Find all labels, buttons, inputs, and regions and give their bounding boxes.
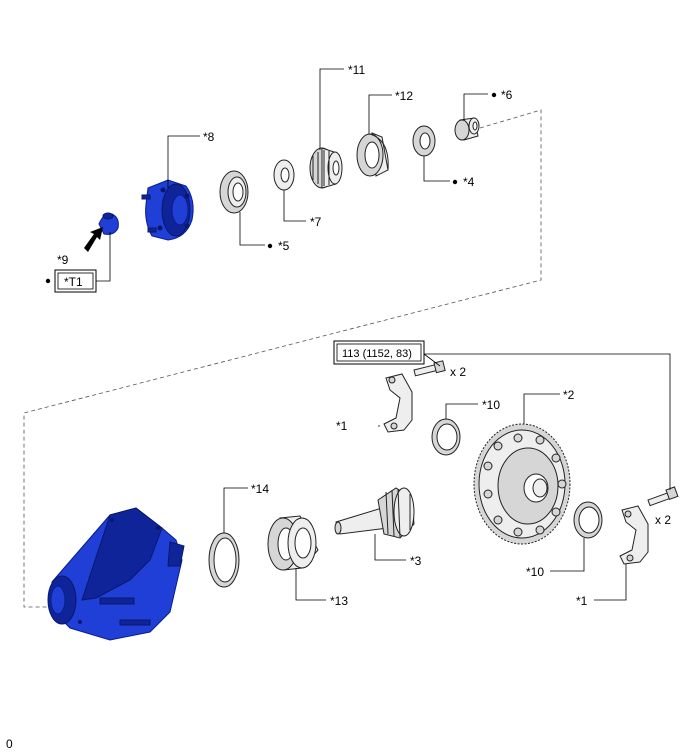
callout-6: *6: [501, 88, 513, 102]
drive-pinion-washer-part: [208, 532, 240, 588]
bolt-quantity-lower: x 2: [655, 513, 671, 527]
pinion-bearing-race-part: [267, 515, 319, 571]
oil-seal-part: [219, 170, 249, 214]
callout-4: *4: [463, 175, 475, 189]
adjusting-washer-lower-part: [573, 501, 603, 539]
drive-pinion-part: [334, 487, 415, 539]
callout-1-upper: *1: [336, 419, 348, 433]
callout-8: *8: [203, 130, 215, 144]
footer-code: 0: [6, 737, 13, 751]
tapered-roller-bearing-part: [309, 147, 343, 189]
alignment-dashed-line: [23, 109, 542, 608]
callout-11: *11: [348, 63, 365, 77]
oil-slinger-part: [273, 159, 295, 191]
callout-3: *3: [410, 554, 422, 568]
torque-spec-box: 113 (1152, 83): [333, 340, 425, 365]
ring-gear-differential-case-part: [473, 423, 571, 545]
torque-spec-text: 113 (1152, 83): [342, 348, 412, 360]
callout-1-lower: *1: [576, 594, 588, 608]
dust-deflector-part: [98, 212, 119, 235]
install-direction-arrow-icon: [84, 227, 103, 252]
callout-10-lower: *10: [526, 565, 544, 579]
callout-5: *5: [278, 239, 290, 253]
callout-14: *14: [251, 482, 269, 496]
bullet-dots: [45, 92, 497, 284]
tool-box-label: *T1: [54, 269, 97, 293]
callout-12: *12: [395, 89, 413, 103]
companion-flange-part: [141, 179, 194, 241]
bearing-spacer-part: [454, 117, 480, 141]
callout-13: *13: [330, 594, 348, 608]
adjusting-washer-upper-part: [431, 418, 461, 456]
bolt-lower-part: [647, 486, 679, 507]
bearing-outer-race-part: [356, 132, 389, 177]
washer-part: [412, 125, 436, 157]
callout-10-upper: *10: [482, 398, 500, 412]
bearing-cap-upper-part: [383, 373, 413, 433]
bolt-quantity-upper: x 2: [450, 365, 466, 379]
callout-7: *7: [310, 215, 322, 229]
tool-box-text: *T1: [64, 275, 83, 289]
callout-9: *9: [57, 253, 69, 267]
bearing-cap-lower-part: [619, 505, 649, 565]
callout-labels: *1 *1 *2 *3 *4 *5 *6 *7 *8 *9 *10 *10 *1…: [57, 63, 588, 608]
differential-carrier-housing-part: [47, 507, 185, 641]
bolt-upper-part: [413, 360, 446, 377]
leader-lines: [96, 68, 671, 601]
callout-2: *2: [563, 388, 575, 402]
